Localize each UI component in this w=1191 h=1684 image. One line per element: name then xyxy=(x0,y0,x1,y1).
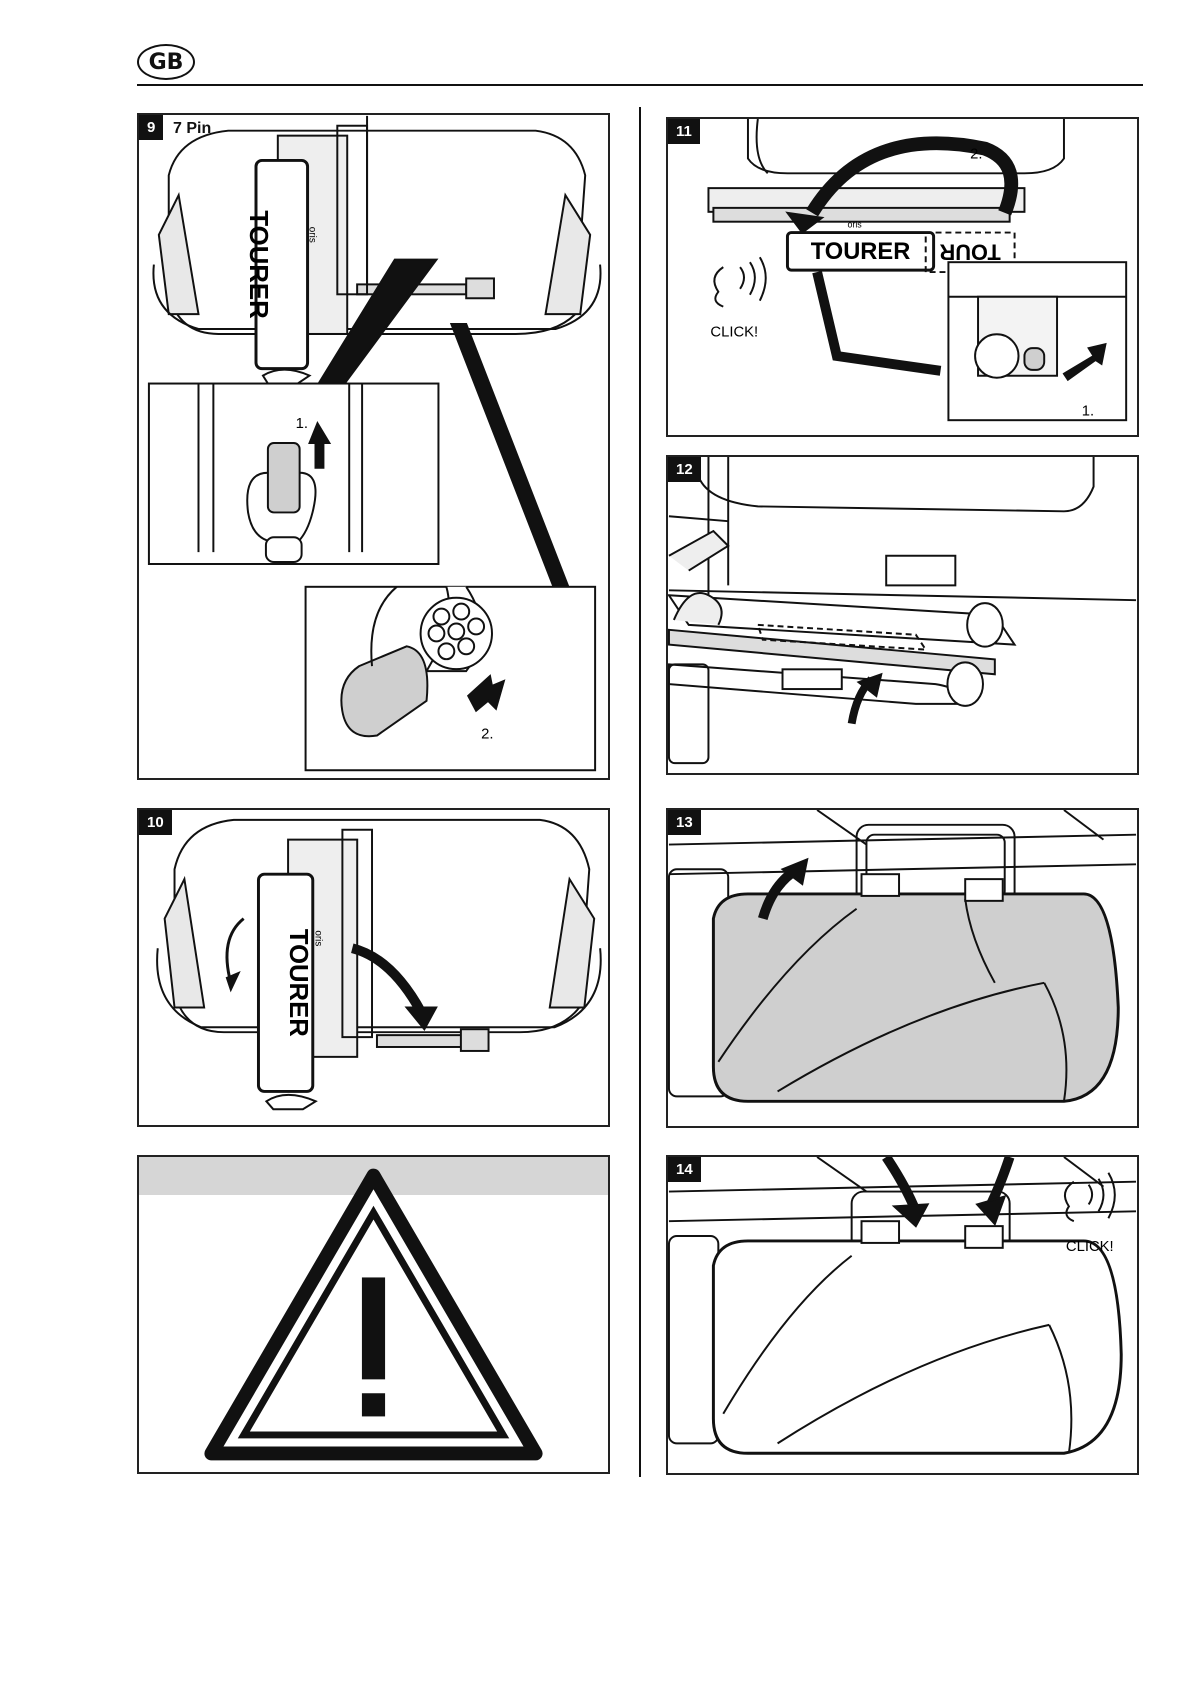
illustration-9: TOURER oris 1. 2. xyxy=(139,115,608,778)
plate-maker: oris xyxy=(847,220,862,230)
step-2-label: 2. xyxy=(970,147,982,163)
center-divider xyxy=(639,107,641,1477)
figure-10: 10 TOURER oris xyxy=(137,808,610,1127)
step-1-label: 1. xyxy=(296,416,308,432)
figure-number: 11 xyxy=(668,119,700,144)
illustration-11: TOURER TOUR oris 2. 1. CLICK! xyxy=(668,119,1137,435)
illustration-13 xyxy=(668,810,1137,1126)
figure-9: 9 7 Pin TOURER oris xyxy=(137,113,610,780)
plate-brand: TOURER xyxy=(811,239,911,265)
step-2-label: 2. xyxy=(481,727,493,743)
step-1-label: 1. xyxy=(1082,403,1094,419)
plate-maker: oris xyxy=(313,930,324,946)
plate-maker: oris xyxy=(307,227,318,243)
click-label: CLICK! xyxy=(710,324,758,340)
language-badge: GB xyxy=(137,44,195,80)
warning-triangle-icon xyxy=(139,1157,608,1472)
pin-label: 7 Pin xyxy=(173,120,211,138)
figure-number: 10 xyxy=(139,810,172,835)
click-label: CLICK! xyxy=(1066,1239,1114,1255)
illustration-10: TOURER oris xyxy=(139,810,608,1125)
plate-brand: TOURER xyxy=(244,210,272,319)
figure-12: 12 xyxy=(666,455,1139,775)
illustration-12 xyxy=(668,457,1137,773)
plate-brand-mirrored: TOUR xyxy=(939,239,1000,264)
illustration-14: CLICK! xyxy=(668,1157,1137,1473)
figure-number: 12 xyxy=(668,457,701,482)
figure-13: 13 xyxy=(666,808,1139,1128)
figure-number: 13 xyxy=(668,810,701,835)
plate-brand: TOURER xyxy=(284,929,312,1037)
header-rule xyxy=(137,84,1143,86)
warning-box xyxy=(137,1155,610,1474)
figure-14: 14 CLICK! xyxy=(666,1155,1139,1475)
figure-number: 9 xyxy=(139,115,163,140)
figure-number: 14 xyxy=(668,1157,701,1182)
figure-11: 11 TOURER TOUR oris 2. 1. CLICK! xyxy=(666,117,1139,437)
